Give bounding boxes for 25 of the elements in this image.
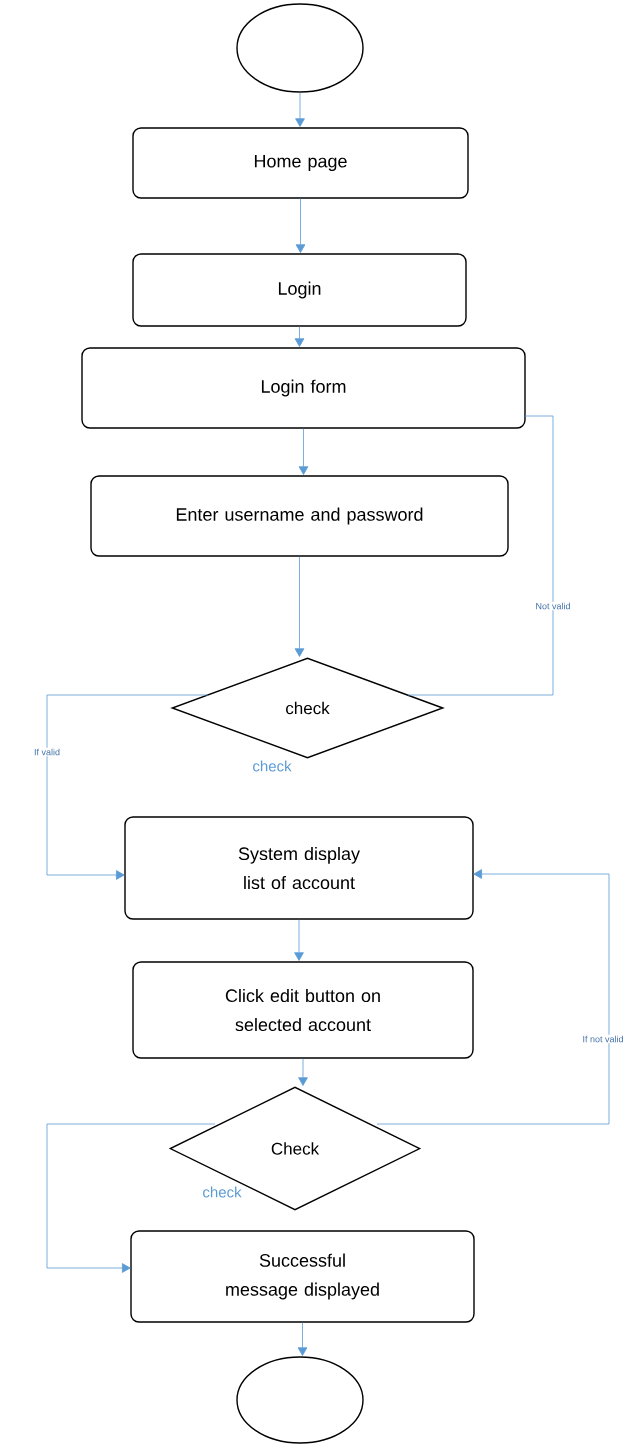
arrow bbox=[298, 1058, 308, 1086]
label: check bbox=[253, 760, 292, 772]
process-box: Successful message displayed bbox=[130, 1230, 475, 1323]
process-box: Click edit button on selected account bbox=[132, 961, 474, 1059]
process-box: System display list of account bbox=[124, 816, 474, 920]
edge-label: If valid bbox=[33, 747, 61, 757]
process-box: Login form bbox=[81, 347, 526, 429]
edge-label: Not valid bbox=[534, 601, 572, 611]
terminal-ellipse bbox=[236, 1356, 364, 1444]
edge-label: If not valid bbox=[581, 1034, 625, 1044]
label: check bbox=[203, 1186, 242, 1198]
arrow bbox=[295, 198, 306, 253]
process-box: Login bbox=[132, 253, 467, 327]
arrow bbox=[376, 869, 610, 1125]
process-box: Home page bbox=[132, 127, 469, 199]
terminal-ellipse bbox=[236, 3, 364, 93]
arrow bbox=[294, 556, 305, 657]
arrow bbox=[298, 428, 309, 475]
arrow bbox=[46, 1123, 216, 1273]
arrow bbox=[295, 92, 305, 127]
arrow bbox=[294, 326, 305, 347]
arrow bbox=[46, 694, 209, 880]
arrow bbox=[297, 1322, 308, 1356]
process-box: Enter username and password bbox=[90, 475, 509, 557]
arrow bbox=[294, 919, 304, 961]
